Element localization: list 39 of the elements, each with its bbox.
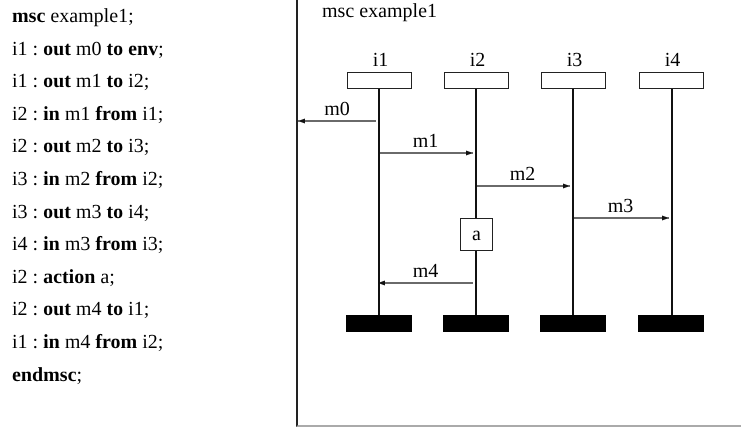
- lifeline: [671, 89, 673, 315]
- lifeline: [475, 251, 477, 315]
- code-line: i3 : out m3 to i4;: [12, 200, 150, 224]
- message-arrow: [572, 216, 669, 220]
- action-box: [460, 218, 493, 251]
- instance-end-bar: [540, 315, 606, 332]
- instance-end-bar: [443, 315, 509, 332]
- diagram-frame: [296, 0, 741, 427]
- message-arrow: [378, 280, 473, 286]
- frame-label: msc example1: [322, 0, 437, 22]
- message-label: m0: [324, 98, 350, 120]
- code-line: i1 : out m0 to env;: [12, 36, 164, 61]
- instance-end-bar: [346, 315, 412, 332]
- lifeline: [572, 89, 574, 315]
- lifeline: [378, 89, 380, 315]
- code-line: endmsc;: [12, 362, 82, 387]
- action-label: a: [471, 223, 482, 245]
- message-arrow: [298, 118, 376, 124]
- message-arrow: [475, 184, 570, 188]
- code-line: i1 : out m1 to i2;: [12, 69, 150, 94]
- code-line: i1 : in m4 from i2;: [12, 330, 164, 354]
- code-line: i2 : action a;: [12, 264, 115, 289]
- message-label: m1: [412, 130, 438, 152]
- message-arrow: [378, 150, 473, 156]
- message-label: m3: [608, 195, 634, 217]
- code-line: i3 : in m2 from i2;: [12, 167, 164, 191]
- code-line: i2 : out m4 to i1;: [12, 297, 150, 322]
- code-line: i2 : in m1 from i1;: [12, 102, 164, 126]
- instance-name: i1: [372, 49, 390, 71]
- instance-end-bar: [638, 315, 704, 332]
- instance-name: i4: [664, 49, 682, 71]
- message-label: m4: [412, 260, 438, 282]
- message-label: m2: [510, 163, 536, 185]
- instance-name: i3: [566, 49, 584, 71]
- code-line: msc example1;: [12, 4, 134, 28]
- code-line: i2 : out m2 to i3;: [12, 134, 150, 158]
- lifeline: [475, 89, 477, 218]
- code-line: i4 : in m3 from i3;: [12, 232, 164, 256]
- instance-name: i2: [468, 49, 486, 71]
